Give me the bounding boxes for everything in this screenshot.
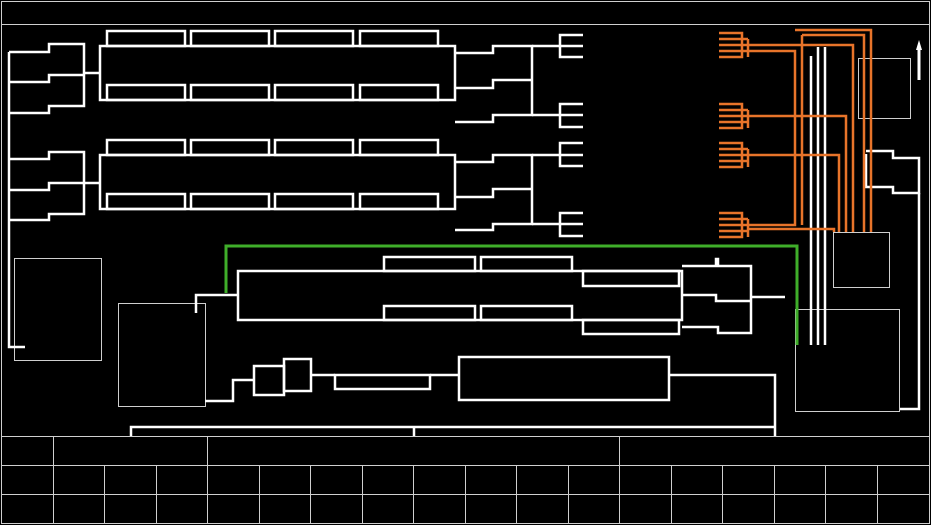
orange-comb-second xyxy=(719,102,750,130)
lower-rack xyxy=(194,255,684,336)
comb-connectors xyxy=(558,33,583,238)
equipment-box-mid-right xyxy=(833,232,890,288)
upper-right-ladder xyxy=(455,44,560,124)
white-wiring xyxy=(7,29,921,436)
equipment-box-middle xyxy=(118,303,206,407)
bottom-chain xyxy=(129,355,777,436)
orange-comb-fourth xyxy=(719,211,750,239)
upper-left-ladder xyxy=(9,42,100,115)
right-vertical-feeds xyxy=(809,47,827,345)
middle-right-ladder xyxy=(455,153,560,232)
equipment-box-bottom-right xyxy=(795,309,900,412)
green-wiring xyxy=(224,244,799,345)
orange-trunk xyxy=(748,28,873,232)
green-wire-run xyxy=(224,244,799,345)
left-feeder-line xyxy=(7,52,25,349)
middle-rack xyxy=(98,138,457,211)
antenna-icon xyxy=(916,40,922,80)
upper-rack xyxy=(98,29,457,102)
equipment-box-left xyxy=(14,258,102,361)
equipment-box-top-right xyxy=(858,58,911,119)
legend-table xyxy=(1,436,930,524)
orange-comb-third xyxy=(719,141,750,169)
orange-comb-top xyxy=(719,31,750,59)
lower-right-ladder xyxy=(682,257,785,335)
middle-left-ladder xyxy=(9,150,100,222)
orange-wiring xyxy=(719,28,873,239)
far-right-ladder xyxy=(864,45,921,411)
equipment-boxes xyxy=(14,58,911,412)
